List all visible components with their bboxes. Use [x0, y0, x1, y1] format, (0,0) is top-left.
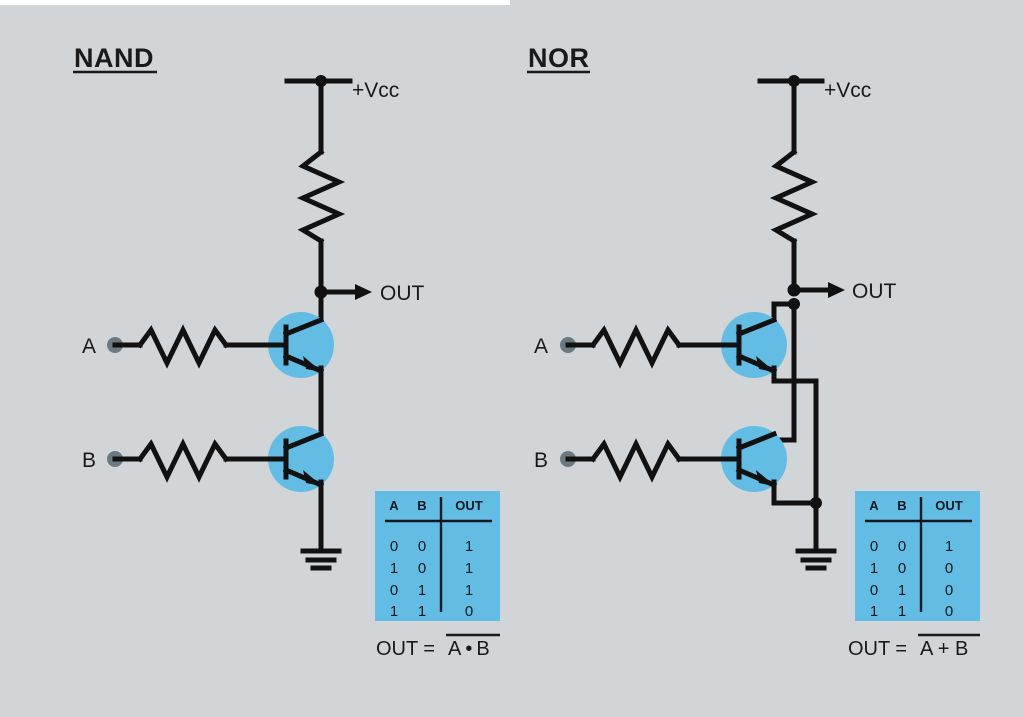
nor-tt-r1-b: 0 [898, 560, 906, 577]
nand-tt-header-out: OUT [455, 498, 483, 513]
nor-out-arrowhead [828, 282, 845, 298]
nor-gate-group: NOR +Vcc OUT [527, 43, 980, 660]
nor-truth-table-bg [855, 491, 980, 621]
nor-input-a-label: A [534, 335, 548, 358]
nand-tt-header-b: B [417, 498, 426, 513]
nor-equation-body: A + B [920, 638, 968, 660]
nand-tt-r3-out: 0 [465, 603, 473, 620]
nor-tt-r2-a: 0 [870, 582, 878, 599]
top-white-strip [0, 0, 510, 5]
nand-tt-r2-b: 1 [418, 582, 426, 599]
nand-tt-r3-b: 1 [418, 603, 426, 620]
nand-tt-r3-a: 1 [390, 603, 398, 620]
nor-transistor-q1 [703, 312, 787, 378]
nor-tt-header-b: B [897, 498, 906, 513]
nand-q2-emitter-arrow [303, 470, 322, 486]
nand-truth-table: A B OUT 0 0 1 1 0 1 0 1 1 1 1 0 [375, 491, 500, 621]
nor-truth-table: A B OUT 0 0 1 1 0 0 0 1 0 1 1 0 [855, 491, 980, 621]
nor-transistor-q2 [703, 426, 787, 492]
nor-tt-r0-b: 0 [898, 538, 906, 555]
nand-input-a-label: A [82, 335, 96, 358]
nand-equation-body: A • B [448, 638, 490, 660]
nand-input-b-label: B [82, 449, 96, 472]
nand-input-b-resistor [136, 438, 230, 483]
nand-tt-r1-a: 1 [390, 560, 398, 577]
nor-tt-r3-b: 1 [898, 603, 906, 620]
nand-q1-collector-lead [282, 316, 325, 338]
nand-tt-r0-b: 0 [418, 538, 426, 555]
nor-vcc-label: +Vcc [824, 79, 871, 102]
nor-tt-r1-out: 0 [945, 560, 953, 577]
nor-tt-header-a: A [869, 498, 879, 513]
nand-tt-r0-out: 1 [465, 538, 473, 555]
nand-pullup-resistor [296, 148, 346, 245]
nor-tt-r0-a: 0 [870, 538, 878, 555]
nand-truth-table-bg [375, 491, 500, 621]
nor-tt-r3-out: 0 [945, 603, 953, 620]
nand-vcc-label: +Vcc [352, 79, 399, 102]
nor-equation: OUT = A + B [848, 633, 980, 660]
nor-q2-emitter-arrow [756, 470, 775, 486]
nor-input-b-resistor [589, 438, 683, 483]
nand-out-label: OUT [380, 282, 425, 305]
nand-out-arrowhead [355, 284, 372, 300]
nor-tt-r0-out: 1 [945, 538, 953, 555]
nor-input-b-label: B [534, 449, 548, 472]
nor-tt-r2-out: 0 [945, 582, 953, 599]
nor-title: NOR [528, 43, 590, 73]
nand-equation-prefix: OUT = [376, 638, 435, 660]
nand-tt-r1-out: 1 [465, 560, 473, 577]
nor-q1-emitter-arrow [756, 356, 775, 372]
nand-tt-r0-a: 0 [390, 538, 398, 555]
nand-tt-r1-b: 0 [418, 560, 426, 577]
nand-tt-r2-out: 1 [465, 582, 473, 599]
nand-title: NAND [74, 43, 154, 73]
nor-q1-collector-lead [735, 316, 778, 338]
nor-equation-prefix: OUT = [848, 638, 907, 660]
nor-input-a-resistor [589, 324, 683, 369]
nand-tt-r2-a: 0 [390, 582, 398, 599]
nor-tt-r1-a: 1 [870, 560, 878, 577]
nand-gate-group: NAND +Vcc OUT [73, 43, 500, 660]
nor-out-label: OUT [852, 280, 897, 303]
nand-q2-collector-lead [282, 430, 325, 452]
nand-ground-symbol [300, 548, 342, 571]
nand-input-a-resistor [136, 324, 230, 369]
nand-equation: OUT = A • B [376, 633, 500, 660]
nand-q1-emitter-arrow [303, 356, 322, 372]
nor-tt-header-out: OUT [935, 498, 963, 513]
nor-tt-r3-a: 1 [870, 603, 878, 620]
nor-q2-collector-lead [735, 430, 778, 452]
nor-ground-symbol [795, 548, 837, 571]
nand-tt-header-a: A [389, 498, 399, 513]
nor-pullup-resistor [769, 148, 819, 245]
nor-tt-r2-b: 1 [898, 582, 906, 599]
nand-transistor-q2 [250, 426, 334, 492]
